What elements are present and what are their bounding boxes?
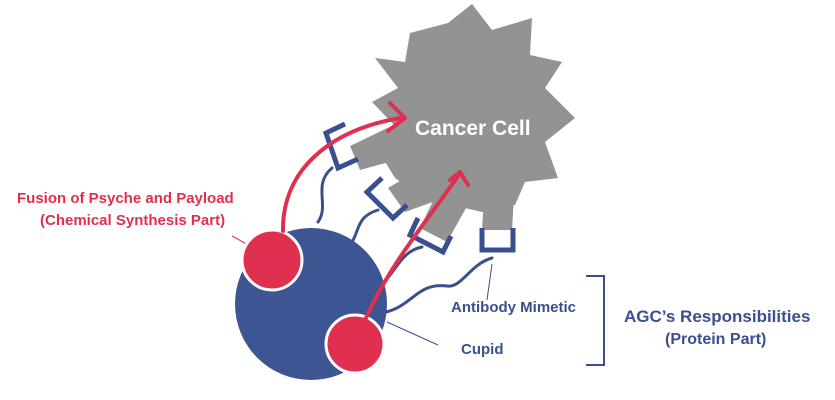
cancer-cell-extension-3 <box>420 176 475 242</box>
receptors <box>322 121 516 256</box>
linker-1 <box>316 166 334 224</box>
cupid-leader <box>386 321 439 346</box>
arrow-2-head <box>448 170 470 187</box>
receptor-2 <box>363 176 409 222</box>
payload-circle-1 <box>240 228 304 292</box>
receptor-4 <box>479 228 516 253</box>
receptor-1 <box>322 121 360 172</box>
agc-label-line1: AGC’s Responsibilities <box>624 307 811 326</box>
payload-label-line1: Fusion of Psyche and Payload <box>17 190 234 207</box>
arrow-1-head <box>386 101 407 133</box>
cancer-cell-body <box>372 4 575 212</box>
agc-label-line2: (Protein Part) <box>665 331 767 348</box>
cancer-cell-label: Cancer Cell <box>415 117 531 140</box>
arrow-1-shaft <box>280 116 402 233</box>
cancer-cell <box>350 4 575 242</box>
arrow-2-shaft <box>364 171 462 320</box>
payload-label-line2: (Chemical Synthesis Part) <box>40 212 226 229</box>
agc-bracket <box>586 275 605 366</box>
receptor-3 <box>406 216 454 256</box>
cupid-label: Cupid <box>461 341 504 358</box>
linker-4 <box>384 256 494 314</box>
antibody-mimetic-label: Antibody Mimetic <box>451 299 577 316</box>
antibody-leader <box>486 263 493 301</box>
cancer-cell-extension-2 <box>388 162 444 212</box>
payloads <box>240 228 386 375</box>
cancer-cell-extension-4 <box>482 180 515 230</box>
cancer-cell-extension-1 <box>350 122 407 170</box>
arrows <box>280 101 470 320</box>
payload-circle-2 <box>324 313 386 375</box>
